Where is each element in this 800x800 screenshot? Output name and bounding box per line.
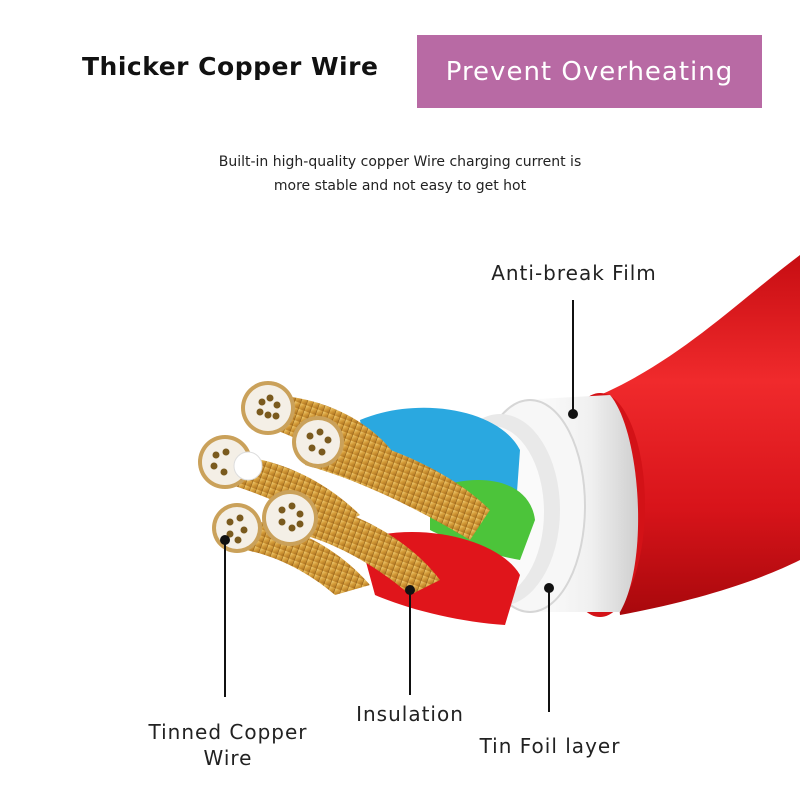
label-tinned-line-2: Wire xyxy=(203,746,253,770)
label-anti-break-film: Anti-break Film xyxy=(491,261,657,285)
description-line-2: more stable and not easy to get hot xyxy=(273,178,527,194)
description-line-1: Built-in high-quality copper Wire chargi… xyxy=(218,154,582,170)
label-tinned-copper-wire: Tinned Copper Wire xyxy=(138,719,318,771)
callout-tin-foil xyxy=(544,583,554,712)
title-badge-text: Prevent Overheating xyxy=(445,56,734,87)
strand-end-2 xyxy=(292,416,344,468)
label-tinned-line-1: Tinned Copper xyxy=(148,720,308,744)
title-thicker-copper-wire: Thicker Copper Wire xyxy=(82,52,379,81)
strand-end-5 xyxy=(212,503,262,553)
description: Built-in high-quality copper Wire chargi… xyxy=(150,150,650,198)
label-tin-foil-layer: Tin Foil layer xyxy=(479,734,621,758)
strand-end-4 xyxy=(262,490,318,546)
strand-end-1 xyxy=(241,381,295,435)
label-insulation: Insulation xyxy=(356,702,464,726)
callout-anti-break xyxy=(568,300,578,419)
title-badge: Prevent Overheating xyxy=(417,35,762,108)
strand-end-3 xyxy=(198,435,263,489)
callout-tinned-copper xyxy=(220,535,230,697)
callout-insulation xyxy=(405,585,415,695)
